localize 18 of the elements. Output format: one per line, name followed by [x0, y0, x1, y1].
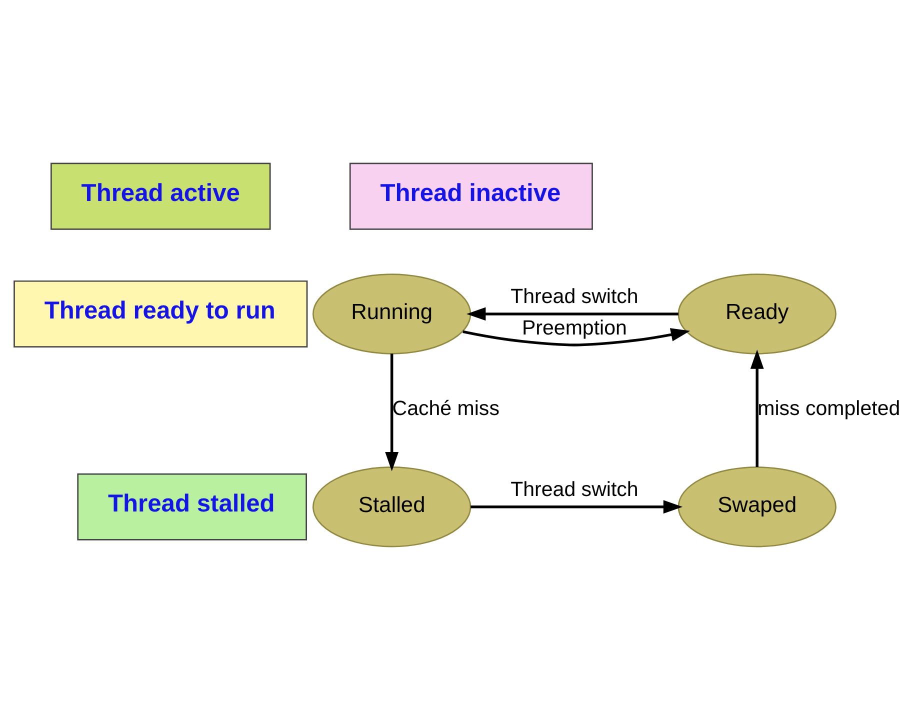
- node-box: Thread ready to run: [14, 280, 308, 348]
- node-box: Thread active: [50, 162, 271, 230]
- arrow: [470, 500, 683, 514]
- arrow: [462, 328, 690, 346]
- edge-label: miss completed: [758, 397, 900, 420]
- node-ellipse: Stalled: [312, 466, 472, 548]
- node-box: Thread stalled: [77, 473, 308, 540]
- edge-label: Caché miss: [392, 397, 500, 420]
- arrow: [750, 350, 764, 468]
- node-ellipse: Running: [312, 274, 472, 354]
- arrow: [466, 307, 678, 321]
- arrow: [385, 354, 399, 472]
- edge-label: Thread switch: [510, 285, 638, 308]
- edge-label: Thread switch: [510, 478, 638, 501]
- edge-label: Preemption: [522, 316, 627, 340]
- node-box: Thread inactive: [349, 162, 593, 230]
- node-ellipse: Ready: [678, 274, 836, 354]
- node-ellipse: Swaped: [678, 466, 836, 548]
